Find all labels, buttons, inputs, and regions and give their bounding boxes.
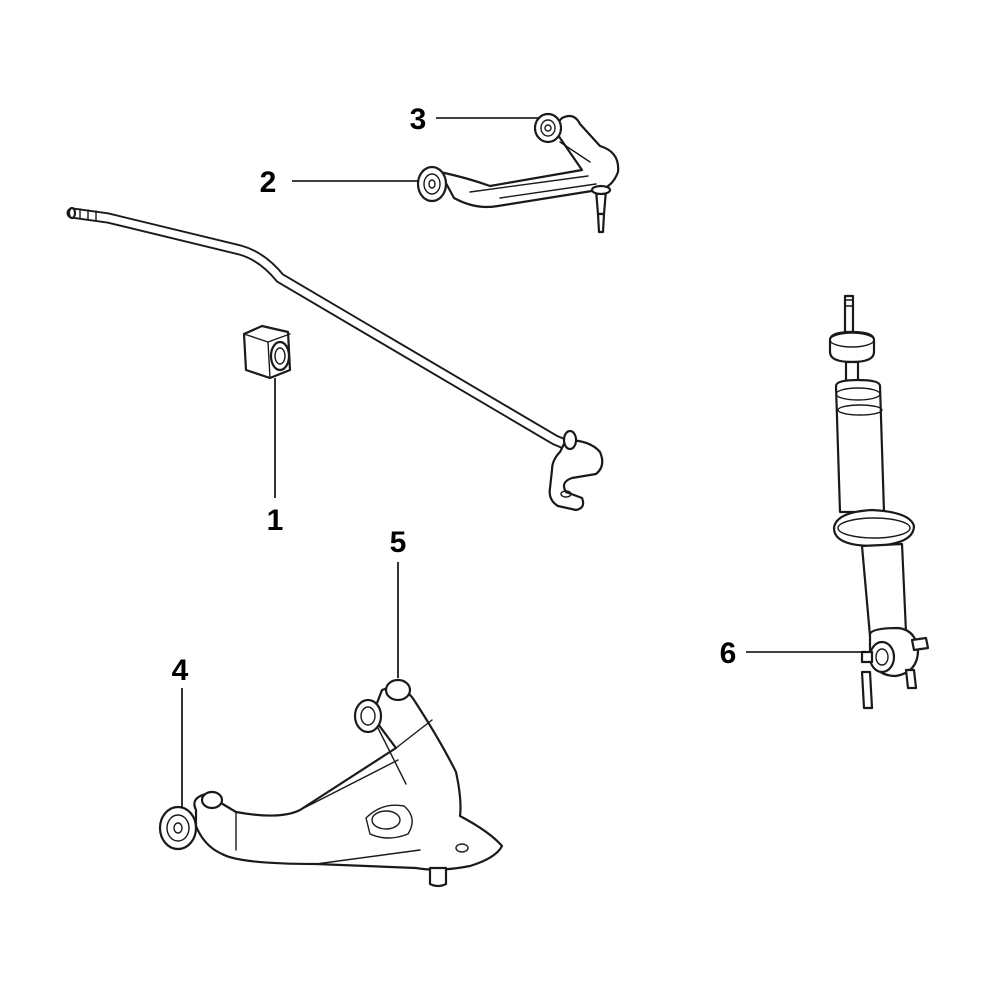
stabilizer-bar xyxy=(66,206,604,512)
callout-1: 1 xyxy=(267,504,284,537)
callout-4: 4 xyxy=(172,654,189,687)
callout-2: 2 xyxy=(260,166,277,199)
shock-absorber xyxy=(828,294,916,638)
lower-control-arm xyxy=(193,686,504,888)
shock-lower-bushing xyxy=(860,626,930,710)
callout-5: 5 xyxy=(390,526,407,559)
callout-3: 3 xyxy=(410,103,427,136)
callout-6: 6 xyxy=(720,637,737,670)
upper-control-arm xyxy=(438,114,620,234)
lower-arm-front-bushing xyxy=(353,678,412,734)
upper-arm-rear-bushing xyxy=(416,165,448,203)
upper-arm-front-bushing xyxy=(533,112,563,144)
lower-arm-rear-bushing xyxy=(158,805,198,851)
stabilizer-bushing xyxy=(242,324,292,380)
